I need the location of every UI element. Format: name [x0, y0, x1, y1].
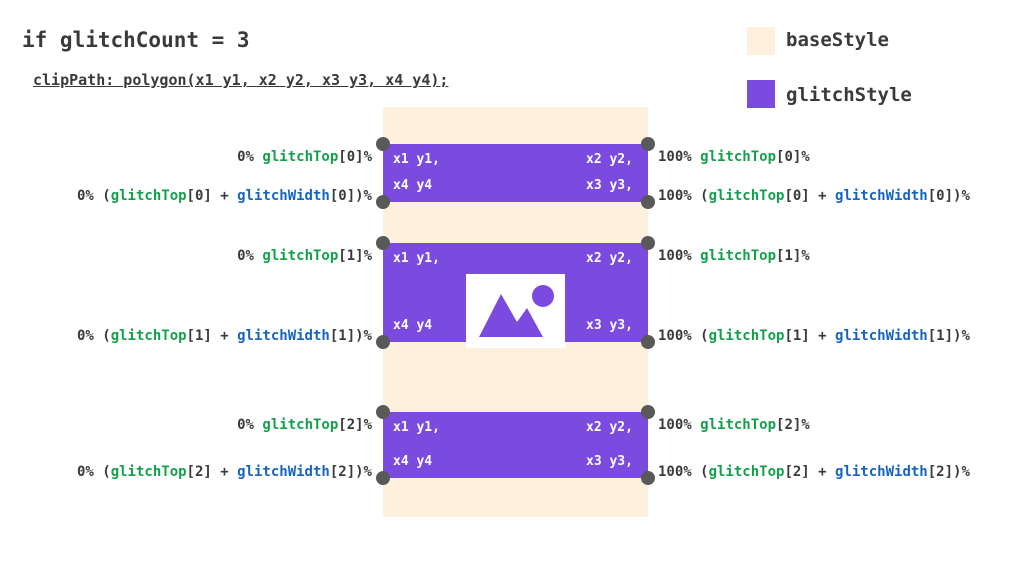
legend-swatch-base [747, 27, 775, 55]
corner-label-x1-y1: x1 y1, [393, 152, 440, 167]
glitch-top-var: glitchTop [110, 328, 187, 344]
left-bottom-label: 0% (glitchTop[1] + glitchWidth[1])% [0, 328, 372, 344]
right-top-label: 100% glitchTop[2]% [658, 417, 810, 433]
legend-label-base: baseStyle [786, 29, 889, 51]
vertex-point [376, 335, 390, 349]
corner-label-x4-y4: x4 y4 [393, 318, 433, 333]
percent-text: 100% [658, 248, 701, 264]
vertex-point [641, 405, 655, 419]
operator-text: [1] + [186, 328, 238, 344]
corner-label-x3-y3: x3 y3, [586, 178, 633, 193]
corner-label-x4-y4: x4 y4 [393, 454, 433, 469]
glitch-band [383, 144, 648, 202]
vertex-point [376, 195, 390, 209]
corner-label-x3-y3: x3 y3, [586, 454, 633, 469]
glitch-top-var: glitchTop [700, 417, 777, 433]
right-bottom-label: 100% (glitchTop[0] + glitchWidth[0])% [658, 188, 970, 204]
index-text: [1])% [329, 328, 372, 344]
image-placeholder-icon [479, 285, 554, 337]
corner-label-x4-y4: x4 y4 [393, 178, 433, 193]
right-top-label: 100% glitchTop[0]% [658, 149, 810, 165]
glitch-width-var: glitchWidth [835, 464, 928, 480]
index-text: [2]% [776, 417, 810, 433]
right-top-label: 100% glitchTop[1]% [658, 248, 810, 264]
glitch-width-var: glitchWidth [835, 188, 928, 204]
glitch-width-var: glitchWidth [237, 464, 330, 480]
left-top-label: 0% glitchTop[1]% [0, 248, 372, 264]
glitch-top-var: glitchTop [708, 328, 785, 344]
glitch-top-var: glitchTop [700, 149, 777, 165]
operator-text: [2] + [784, 464, 836, 480]
left-bottom-label: 0% (glitchTop[2] + glitchWidth[2])% [0, 464, 372, 480]
percent-text: 0% [237, 417, 263, 433]
legend-swatch-glitch [747, 80, 775, 108]
percent-text: 0% ( [76, 188, 111, 204]
corner-label-x3-y3: x3 y3, [586, 318, 633, 333]
corner-label-x1-y1: x1 y1, [393, 420, 440, 435]
glitch-top-var: glitchTop [110, 464, 187, 480]
vertex-point [376, 405, 390, 419]
image-placeholder [466, 274, 565, 348]
glitch-top-var: glitchTop [262, 248, 339, 264]
right-bottom-label: 100% (glitchTop[2] + glitchWidth[2])% [658, 464, 970, 480]
index-text: [0])% [927, 188, 970, 204]
vertex-point [641, 335, 655, 349]
vertex-point [376, 236, 390, 250]
operator-text: [0] + [186, 188, 238, 204]
index-text: [2])% [329, 464, 372, 480]
operator-text: [1] + [784, 328, 836, 344]
index-text: [2])% [927, 464, 970, 480]
index-text: [1])% [927, 328, 970, 344]
legend-label-glitch: glitchStyle [786, 84, 912, 106]
operator-text: [0] + [784, 188, 836, 204]
vertex-point [641, 195, 655, 209]
glitch-width-var: glitchWidth [835, 328, 928, 344]
index-text: [0]% [776, 149, 810, 165]
vertex-point [641, 471, 655, 485]
percent-text: 0% ( [76, 328, 111, 344]
operator-text: [2] + [186, 464, 238, 480]
clip-path-formula: clipPath: polygon(x1 y1, x2 y2, x3 y3, x… [33, 71, 449, 89]
percent-text: 100% ( [658, 464, 709, 480]
right-bottom-label: 100% (glitchTop[1] + glitchWidth[1])% [658, 328, 970, 344]
percent-text: 0% ( [76, 464, 111, 480]
vertex-point [641, 236, 655, 250]
glitch-width-var: glitchWidth [237, 328, 330, 344]
percent-text: 100% ( [658, 188, 709, 204]
percent-text: 100% [658, 149, 701, 165]
index-text: [1]% [338, 248, 372, 264]
index-text: [0])% [329, 188, 372, 204]
glitch-width-var: glitchWidth [237, 188, 330, 204]
vertex-point [376, 137, 390, 151]
corner-label-x2-y2: x2 y2, [586, 251, 633, 266]
glitch-band [383, 412, 648, 478]
left-bottom-label: 0% (glitchTop[0] + glitchWidth[0])% [0, 188, 372, 204]
index-text: [1]% [776, 248, 810, 264]
vertex-point [376, 471, 390, 485]
index-text: [2]% [338, 417, 372, 433]
percent-text: 0% [237, 248, 263, 264]
glitch-top-var: glitchTop [262, 149, 339, 165]
corner-label-x2-y2: x2 y2, [586, 152, 633, 167]
vertex-point [641, 137, 655, 151]
glitch-top-var: glitchTop [110, 188, 187, 204]
percent-text: 100% ( [658, 328, 709, 344]
diagram-title: if glitchCount = 3 [22, 28, 250, 52]
corner-label-x1-y1: x1 y1, [393, 251, 440, 266]
index-text: [0]% [338, 149, 372, 165]
glitch-top-var: glitchTop [262, 417, 339, 433]
glitch-top-var: glitchTop [700, 248, 777, 264]
glitch-top-var: glitchTop [708, 188, 785, 204]
percent-text: 0% [237, 149, 263, 165]
corner-label-x2-y2: x2 y2, [586, 420, 633, 435]
left-top-label: 0% glitchTop[2]% [0, 417, 372, 433]
percent-text: 100% [658, 417, 701, 433]
left-top-label: 0% glitchTop[0]% [0, 149, 372, 165]
glitch-top-var: glitchTop [708, 464, 785, 480]
